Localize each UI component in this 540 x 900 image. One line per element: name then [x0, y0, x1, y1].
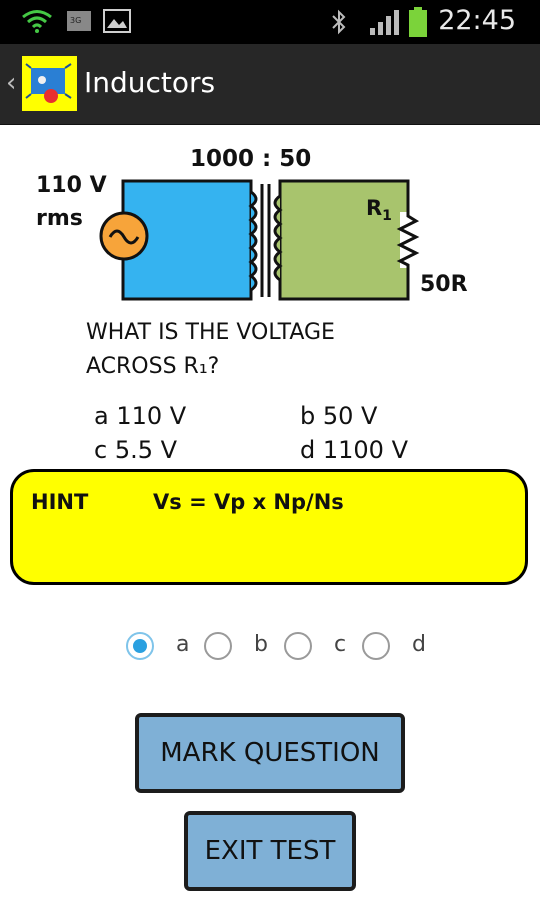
source-voltage-label: 110 V — [36, 173, 107, 198]
hint-box: HINT Vs = Vp x Np/Ns — [10, 469, 528, 585]
transformer-circuit-diagram — [99, 179, 420, 301]
primary-coil — [248, 190, 258, 292]
image-icon — [102, 8, 132, 38]
clock: 22:45 — [438, 5, 516, 36]
answer-radio-group: a b c d — [122, 628, 452, 668]
3g-icon: 3G — [66, 8, 92, 38]
signal-icon — [368, 8, 402, 40]
mark-question-button[interactable]: MARK QUESTION — [135, 713, 405, 793]
radio-b[interactable] — [204, 632, 232, 660]
hint-label: HINT — [31, 490, 89, 514]
option-d-text: d 1100 V — [300, 436, 408, 464]
radio-c[interactable] — [284, 632, 312, 660]
back-chevron-icon[interactable]: ‹ — [6, 68, 17, 98]
load-resistance-label: 50R — [420, 272, 468, 297]
action-bar: ‹ Inductors — [0, 44, 540, 125]
radio-a-label[interactable]: a — [176, 632, 190, 657]
wifi-icon — [20, 8, 54, 38]
secondary-coil — [273, 194, 283, 282]
app-logo[interactable] — [22, 56, 77, 111]
source-unit-label: rms — [36, 206, 83, 231]
question-line-1: WHAT IS THE VOLTAGE — [86, 320, 335, 345]
option-a-text: a 110 V — [94, 402, 187, 430]
option-c-text: c 5.5 V — [94, 436, 178, 464]
ac-wave — [108, 229, 140, 245]
question-line-2: ACROSS R₁? — [86, 354, 220, 379]
radio-c-label[interactable]: c — [334, 632, 347, 657]
hint-formula: Vs = Vp x Np/Ns — [153, 490, 344, 514]
primary-circuit — [121, 179, 253, 301]
svg-text:3G: 3G — [70, 16, 81, 25]
bluetooth-icon — [330, 8, 348, 40]
resistor-label: R1 — [366, 196, 392, 225]
radio-b-label[interactable]: b — [254, 632, 268, 657]
turns-ratio-label: 1000 : 50 — [190, 146, 312, 172]
radio-d-label[interactable]: d — [412, 632, 426, 657]
question-text: WHAT IS THE VOLTAGE ACROSS R₁? — [86, 316, 506, 384]
radio-a[interactable] — [126, 632, 154, 660]
page-title: Inductors — [84, 66, 216, 99]
exit-test-button[interactable]: EXIT TEST — [184, 811, 356, 891]
radio-d[interactable] — [362, 632, 390, 660]
option-b-text: b 50 V — [300, 402, 378, 430]
battery-icon — [408, 6, 428, 42]
status-bar: 3G 22:45 — [0, 0, 540, 44]
resistor — [396, 212, 420, 268]
